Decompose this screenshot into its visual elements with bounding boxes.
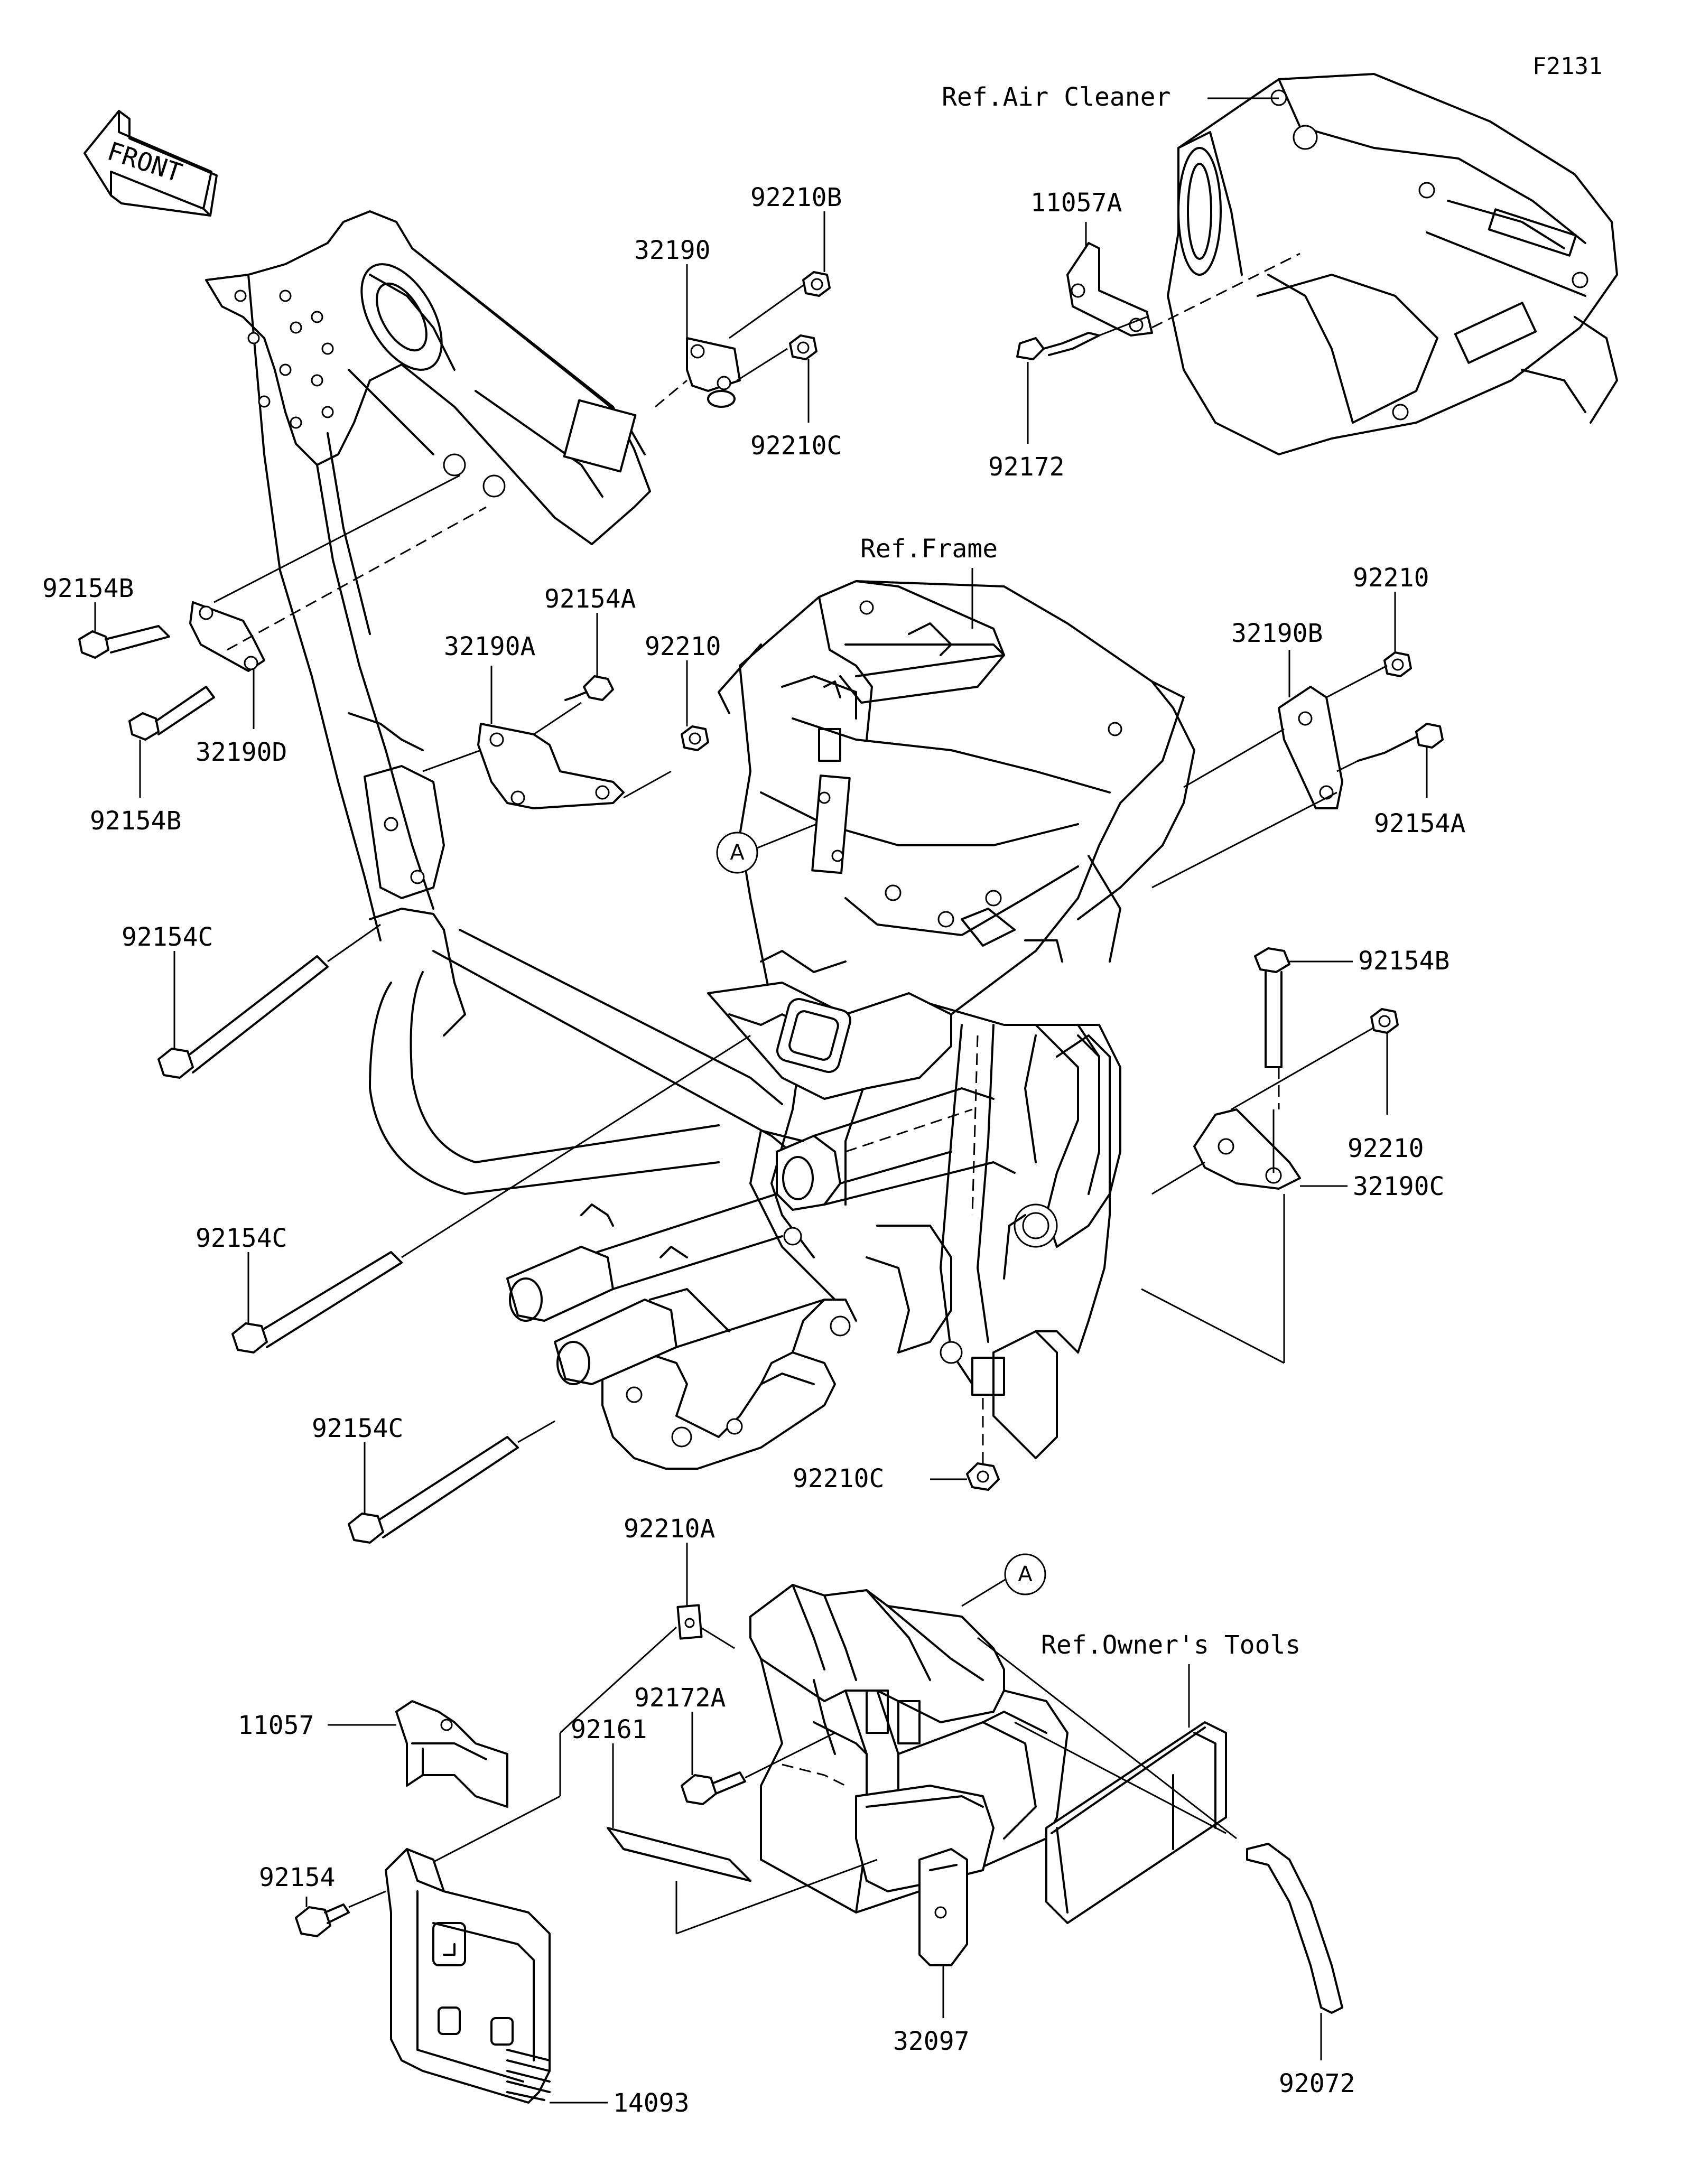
bolt-92154C-2 bbox=[231, 1251, 403, 1354]
part-label-32097: 32097 bbox=[893, 2027, 970, 2056]
part-label-32190C: 32190C bbox=[1353, 1172, 1444, 1201]
bolt-92154A-1 bbox=[564, 675, 614, 701]
marker-a-lower: A bbox=[1004, 1553, 1046, 1595]
figure-code: F2131 bbox=[1532, 53, 1602, 80]
part-label-92210C-top: 92210C bbox=[750, 431, 842, 461]
engine-mount-tube bbox=[776, 1087, 1016, 1211]
nut-92210C-bottom bbox=[966, 1462, 1000, 1491]
part-label-32190B: 32190B bbox=[1231, 619, 1323, 648]
part-label-92154B-3: 92154B bbox=[1358, 946, 1450, 976]
bolt-92154 bbox=[295, 1903, 350, 1937]
part-label-92161: 92161 bbox=[571, 1715, 647, 1744]
part-label-32190D: 32190D bbox=[196, 738, 287, 767]
front-arrow-icon: FRONT bbox=[83, 110, 218, 217]
part-label-92172A: 92172A bbox=[634, 1683, 726, 1713]
part-label-92154: 92154 bbox=[259, 1863, 336, 1892]
part-label-92154A-2: 92154A bbox=[1374, 809, 1465, 838]
part-label-92210B: 92210B bbox=[750, 183, 842, 212]
bracket-32190B bbox=[1278, 686, 1343, 809]
part-label-92210A: 92210A bbox=[624, 1514, 715, 1544]
part-label-92154C-1: 92154C bbox=[122, 922, 213, 952]
spacer-tubes bbox=[506, 1203, 730, 1385]
part-label-92154C-3: 92154C bbox=[312, 1414, 403, 1443]
ref-frame-label: Ref.Frame bbox=[860, 534, 998, 564]
strap-92072 bbox=[1246, 1843, 1343, 2014]
pad-92161 bbox=[607, 1827, 751, 1882]
svg-text:A: A bbox=[1018, 1562, 1033, 1586]
part-label-32190A: 32190A bbox=[444, 632, 535, 661]
bolt-92154B-1 bbox=[78, 625, 170, 659]
bolt-92154C-1 bbox=[157, 955, 329, 1079]
bracket-11057A bbox=[1066, 242, 1153, 337]
bracket-11057 bbox=[395, 1700, 508, 1808]
marker-a-upper: A bbox=[716, 832, 758, 874]
main-frame bbox=[707, 580, 1185, 1258]
svg-text:A: A bbox=[730, 841, 745, 865]
screw-92172 bbox=[1016, 332, 1100, 360]
bolt-92154C-3 bbox=[348, 1436, 519, 1544]
ref-air-cleaner-label: Ref.Air Cleaner bbox=[942, 82, 1170, 112]
bracket-32190D bbox=[189, 601, 265, 672]
battery-case-32097 bbox=[749, 1584, 1069, 1966]
bracket-32190A bbox=[477, 723, 625, 809]
part-label-92210-3: 92210 bbox=[1348, 1134, 1424, 1163]
cover-14093 bbox=[385, 1848, 551, 2104]
bracket-32190C bbox=[1193, 1108, 1301, 1190]
nut-92210C-top bbox=[789, 334, 817, 360]
air-cleaner-assembly bbox=[1167, 73, 1618, 455]
part-label-92210-2: 92210 bbox=[1353, 563, 1429, 593]
frame-cross-tubes bbox=[718, 643, 1195, 1459]
part-label-92210-1: 92210 bbox=[645, 632, 721, 661]
lower-engine-bracket bbox=[601, 1130, 857, 1470]
part-label-92072: 92072 bbox=[1279, 2069, 1355, 2098]
bolt-92154B-2 bbox=[128, 686, 215, 741]
bolt-92154A-2 bbox=[1357, 723, 1444, 762]
part-label-92154A-1: 92154A bbox=[544, 584, 636, 614]
screw-92172A bbox=[681, 1771, 746, 1805]
part-label-11057A: 11057A bbox=[1030, 188, 1122, 218]
part-label-92154B-1: 92154B bbox=[42, 574, 134, 603]
nut-92210-2 bbox=[1383, 651, 1412, 677]
bolt-92154B-3 bbox=[1254, 947, 1290, 1068]
part-label-11057: 11057 bbox=[238, 1711, 314, 1740]
part-label-92172: 92172 bbox=[988, 452, 1065, 482]
part-label-14093: 14093 bbox=[613, 2088, 690, 2118]
part-label-92154B-2: 92154B bbox=[90, 806, 181, 836]
bracket-32190 bbox=[686, 337, 741, 408]
nut-92210-3 bbox=[1370, 1008, 1399, 1034]
part-label-92154C-2: 92154C bbox=[196, 1224, 287, 1253]
nut-92210B bbox=[802, 271, 831, 297]
part-label-32190: 32190 bbox=[634, 236, 711, 265]
ref-owners-tools-label: Ref.Owner's Tools bbox=[1041, 1630, 1300, 1660]
right-side-tube bbox=[1014, 1024, 1111, 1354]
owners-tools-pouch bbox=[1045, 1721, 1227, 1924]
clip-nut-92210A bbox=[676, 1604, 703, 1640]
nut-92210-1 bbox=[681, 725, 709, 751]
rear-lower-tube bbox=[596, 1193, 825, 1348]
part-label-92210C-bottom: 92210C bbox=[793, 1464, 884, 1494]
